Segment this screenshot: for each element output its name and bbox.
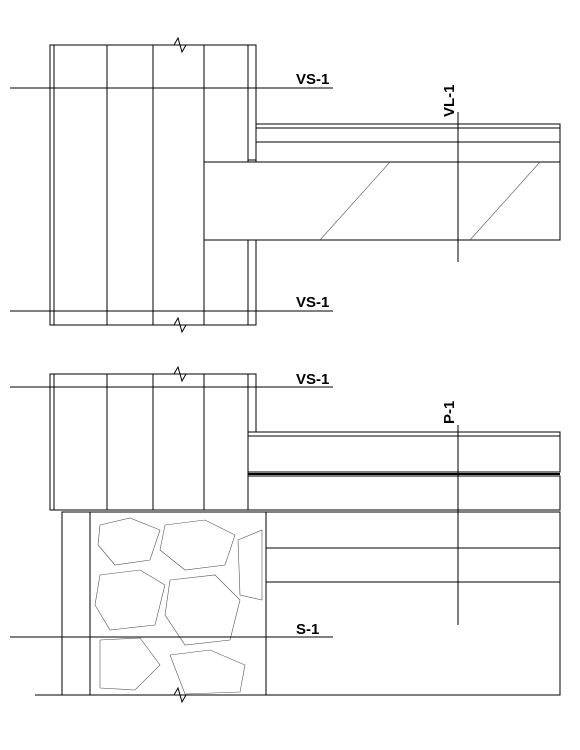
- ground-floor-screed: [247, 435, 561, 473]
- break-symbol-bottom: [160, 316, 200, 334]
- label-vs1-top: VS-1: [296, 71, 329, 88]
- brick-column-2-lower: [203, 239, 249, 326]
- floor-screed: [255, 127, 561, 143]
- label-s1: S-1: [296, 621, 319, 638]
- label-p1: P-1: [441, 401, 458, 424]
- ground-floor-finish: [247, 431, 561, 437]
- label-vs1-mid: VS-1: [296, 294, 329, 311]
- label-vs1-lower: VS-1: [296, 371, 329, 388]
- outer-wall-leaf-lower: [49, 373, 108, 511]
- brick-column-2-lower-detail: [203, 373, 249, 511]
- insulation-layer: [152, 44, 205, 326]
- ground-slab: [247, 475, 561, 511]
- break-symbol-lower-top: [160, 365, 200, 383]
- break-symbol-top: [160, 36, 200, 54]
- brick-column-2-upper: [203, 44, 249, 163]
- gravel-layer: [265, 511, 561, 549]
- soil-layer: [265, 581, 561, 696]
- floor-finish: [255, 123, 561, 129]
- sand-layer: [265, 547, 561, 583]
- insulation-layer-lower: [152, 373, 205, 511]
- inner-finish-lower: [247, 239, 257, 326]
- upper-detail: VS-1 VS-1 VL-1: [10, 36, 561, 334]
- floor-insulation: [255, 141, 561, 163]
- stone-pattern: [94, 517, 263, 695]
- lower-detail: VS-1 S-1 P-1: [10, 365, 561, 704]
- foundation-insulation: [61, 511, 91, 696]
- inner-finish-upper: [247, 44, 257, 161]
- label-vl1: VL-1: [441, 84, 458, 117]
- outer-wall-leaf: [49, 44, 108, 326]
- brick-column-1-lower: [106, 373, 154, 511]
- concrete-slab: [203, 161, 561, 241]
- brick-column-1: [106, 44, 154, 326]
